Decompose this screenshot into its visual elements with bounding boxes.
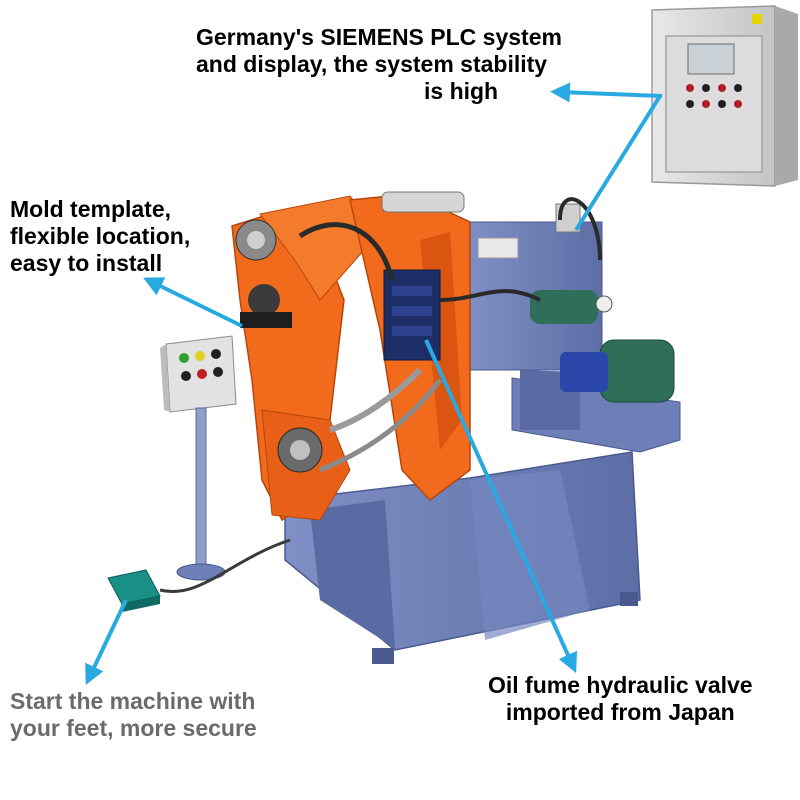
- plc-cabinet: [651, 5, 798, 187]
- arrow-pointer-icon: [550, 82, 663, 103]
- valve-annotation-line: Oil fume hydraulic valve: [488, 672, 753, 698]
- plc-annotation: Germany's SIEMENS PLC system and display…: [196, 24, 562, 105]
- arrow-pointer-icon: [424, 339, 578, 674]
- callout-arrows: [85, 82, 663, 686]
- plc-display-screen: [687, 43, 735, 75]
- plc-annotation-line: Germany's SIEMENS PLC system: [196, 24, 562, 50]
- orange-frame: [231, 191, 602, 522]
- mold-template-plate: [240, 312, 292, 328]
- machine-base: [284, 221, 681, 664]
- foot-pedal-annotation: Start the machine with your feet, more s…: [10, 688, 257, 742]
- foot-annotation-line: Start the machine with: [10, 688, 256, 714]
- mold-annotation-line: easy to install: [10, 250, 163, 276]
- plc-annotation-line: is high: [424, 78, 499, 104]
- mold-annotation: Mold template, flexible location, easy t…: [10, 196, 190, 277]
- arrow-pointer-icon: [574, 94, 662, 232]
- arrow-pointer-icon: [143, 277, 243, 328]
- hydraulic-motor: [530, 203, 675, 403]
- arrow-pointer-icon: [85, 599, 128, 686]
- valve-annotation-line: imported from Japan: [505, 699, 735, 725]
- mold-annotation-line: flexible location,: [10, 223, 191, 249]
- mold-annotation-line: Mold template,: [10, 196, 172, 222]
- valve-annotation: Oil fume hydraulic valve imported from J…: [488, 672, 753, 726]
- plc-annotation-line: and display, the system stability: [196, 51, 548, 77]
- control-box: [160, 335, 237, 581]
- foot-pedal: [107, 538, 291, 612]
- foot-annotation-line: your feet, more secure: [10, 715, 257, 741]
